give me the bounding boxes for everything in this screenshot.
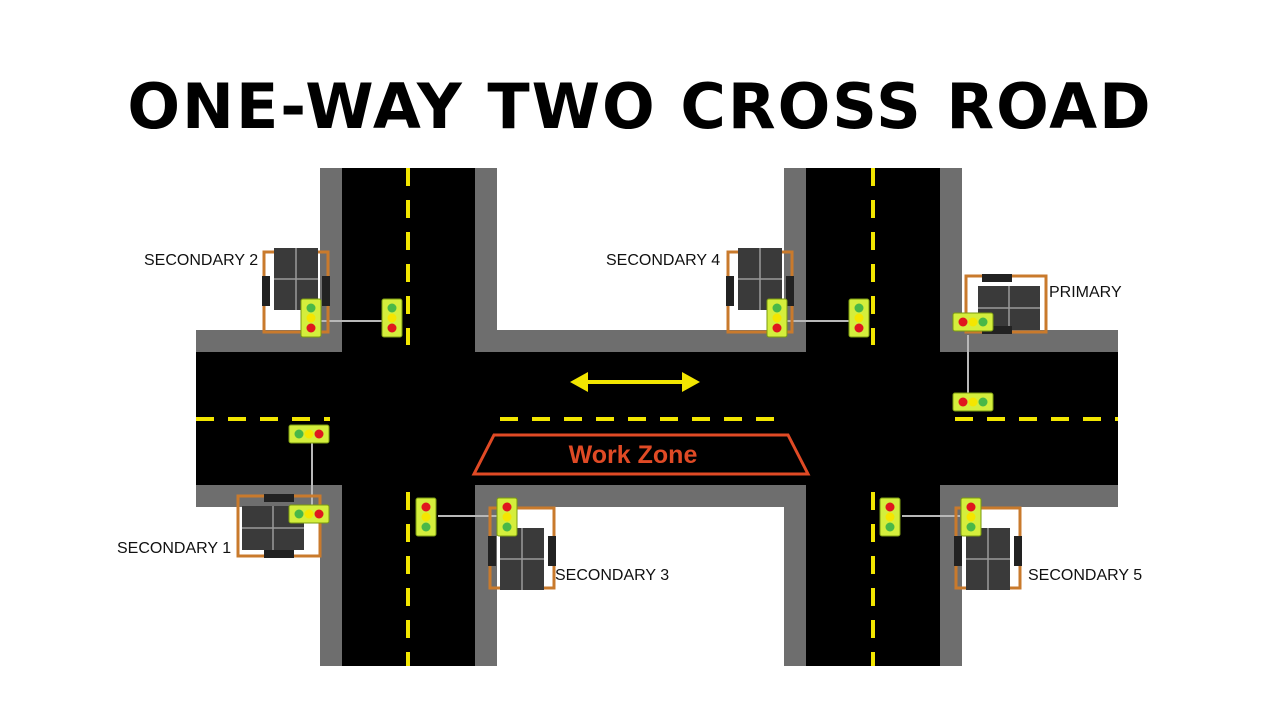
secondary-5-trailer — [954, 506, 1022, 590]
signal-secondary-1-near — [288, 504, 330, 524]
signal-secondary-1-far — [288, 424, 330, 444]
label-secondary-3: SECONDARY 3 — [555, 567, 669, 584]
work-zone: Work Zone — [471, 433, 811, 476]
secondary-3-trailer — [488, 506, 556, 590]
signal-secondary-5-far — [879, 497, 901, 537]
label-secondary-2: SECONDARY 2 — [144, 252, 258, 269]
signal-secondary-2-near — [300, 298, 322, 338]
signal-primary-near — [952, 312, 994, 332]
signal-primary-far — [952, 392, 994, 412]
label-primary: PRIMARY — [1049, 284, 1122, 301]
diagram-title: ONE-WAY TWO CROSS ROAD — [127, 70, 1153, 143]
label-secondary-5: SECONDARY 5 — [1028, 567, 1142, 584]
work-zone-label: Work Zone — [569, 441, 698, 469]
label-secondary-4: SECONDARY 4 — [606, 252, 720, 269]
road-asphalt — [196, 168, 1118, 666]
signal-secondary-3-near — [496, 497, 518, 537]
signal-secondary-4-near — [766, 298, 788, 338]
signal-secondary-3-far — [415, 497, 437, 537]
signal-secondary-2-far — [381, 298, 403, 338]
secondary-1-trailer — [236, 494, 322, 558]
label-secondary-1: SECONDARY 1 — [117, 540, 231, 557]
signal-secondary-5-near — [960, 497, 982, 537]
two-way-flow-arrow — [570, 372, 700, 392]
signal-secondary-4-far — [848, 298, 870, 338]
primary-trailer — [964, 274, 1048, 334]
lane-markings — [196, 168, 1118, 666]
